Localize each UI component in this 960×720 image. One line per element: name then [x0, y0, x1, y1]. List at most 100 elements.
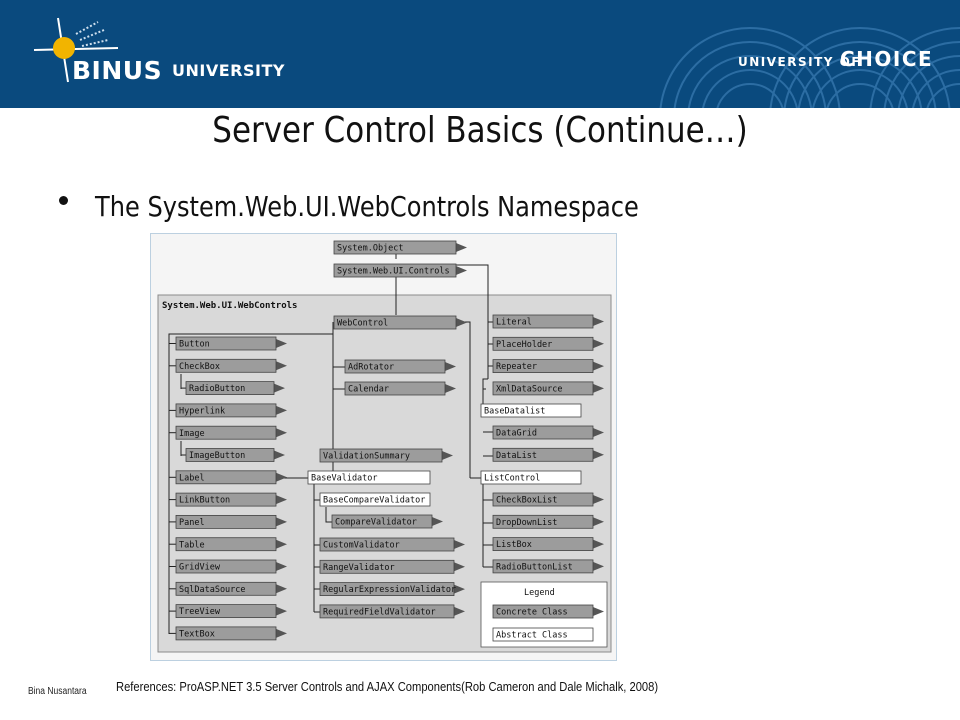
node-arrow	[442, 451, 453, 460]
class-node-hyperlink: Hyperlink	[175, 403, 287, 418]
node-box	[492, 447, 594, 462]
class-node-system-object: System.Object	[333, 240, 467, 255]
logo-binus-text: BINUS	[72, 56, 163, 85]
node-label: Concrete Class	[496, 608, 568, 618]
node-label: ImageButton	[189, 451, 245, 461]
node-arrow	[593, 383, 604, 393]
class-node-table: Table	[175, 537, 287, 552]
class-hierarchy-diagram: System.Web.UI.WebControls System.ObjectS…	[150, 233, 617, 661]
logo-university-text: UNIVERSITY	[172, 61, 285, 80]
class-node-sqldatasource: SqlDataSource	[175, 581, 287, 596]
node-box	[492, 627, 594, 642]
node-arrow	[274, 383, 285, 393]
node-box	[492, 514, 594, 529]
node-box	[185, 448, 275, 462]
class-node-basevalidator: BaseValidator	[307, 470, 431, 485]
node-label: WebControl	[337, 319, 388, 329]
class-node-image: Image	[175, 425, 287, 440]
class-node-treeview: TreeView	[175, 604, 287, 619]
node-arrow	[276, 405, 287, 415]
node-box	[185, 381, 275, 396]
node-box	[175, 626, 277, 641]
node-arrow	[593, 317, 604, 326]
node-arrow	[276, 428, 287, 438]
node-label: RangeValidator	[323, 563, 395, 573]
node-box	[344, 359, 446, 374]
tagline-emphasis: CHOICE	[840, 47, 934, 71]
node-arrow	[276, 517, 287, 527]
node-arrow	[445, 384, 456, 393]
node-label: LinkButton	[179, 496, 230, 506]
class-node-comparevalidator: CompareValidator	[331, 514, 443, 529]
node-box	[319, 582, 455, 597]
class-node-basedatalist: BaseDatalist	[480, 403, 582, 418]
namespace-label: System.Web.UI.WebControls	[162, 301, 297, 311]
node-arrow	[276, 361, 287, 371]
node-arrow	[593, 561, 604, 571]
node-label: PlaceHolder	[496, 340, 552, 350]
node-arrow	[593, 539, 604, 549]
node-label: DropDownList	[496, 518, 557, 528]
node-label: BaseDatalist	[484, 407, 545, 417]
node-label: Button	[179, 340, 210, 350]
node-label: CustomValidator	[323, 541, 400, 551]
class-node-literal: Literal	[492, 314, 604, 329]
node-arrow	[276, 539, 287, 549]
node-box	[480, 403, 582, 418]
node-label: Panel	[179, 518, 205, 528]
footer-reference: References: ProASP.NET 3.5 Server Contro…	[116, 679, 659, 694]
node-label: RegularExpressionValidator	[323, 585, 456, 595]
node-arrow	[456, 266, 467, 275]
node-label: XmlDataSource	[496, 385, 563, 395]
node-box	[175, 492, 277, 507]
tagline-prefix: UNIVERSITY OF	[738, 55, 862, 69]
node-arrow	[593, 339, 604, 349]
node-arrow	[274, 450, 285, 460]
class-node-radiobuttonlist: RadioButtonList	[492, 559, 604, 574]
class-node-listcontrol: ListControl	[480, 470, 582, 485]
node-arrow	[276, 606, 287, 616]
header-arc-pattern	[659, 27, 960, 108]
node-box	[333, 263, 457, 278]
node-box	[492, 604, 594, 619]
class-node-abstract-class: Abstract Class	[492, 627, 594, 642]
node-arrow	[454, 540, 465, 549]
node-label: CheckBoxList	[496, 496, 557, 506]
bullet-marker	[59, 196, 68, 205]
class-node-button: Button	[175, 336, 287, 351]
class-node-repeater: Repeater	[492, 359, 604, 373]
node-box	[492, 537, 594, 552]
node-label: Table	[179, 540, 205, 550]
node-label: Calendar	[348, 385, 389, 395]
node-label: CompareValidator	[335, 518, 417, 528]
node-box	[319, 559, 455, 574]
node-label: Repeater	[496, 362, 537, 372]
class-node-concrete-class: Concrete Class	[492, 604, 604, 619]
connector	[456, 264, 489, 379]
node-arrow	[454, 562, 465, 572]
class-node-panel: Panel	[175, 514, 287, 529]
class-node-calendar: Calendar	[344, 381, 456, 396]
node-label: System.Web.UI.Controls	[337, 267, 450, 277]
class-node-regularexpressionvalidator: RegularExpressionValidator	[319, 582, 465, 597]
node-arrow	[593, 428, 604, 437]
node-box	[331, 514, 433, 529]
node-box	[492, 492, 594, 507]
class-node-requiredfieldvalidator: RequiredFieldValidator	[319, 604, 465, 619]
node-box	[492, 381, 594, 396]
node-box	[492, 425, 594, 440]
node-arrow	[432, 517, 443, 526]
class-node-linkbutton: LinkButton	[175, 492, 287, 507]
class-node-rangevalidator: RangeValidator	[319, 559, 465, 574]
connector	[168, 322, 334, 634]
node-label: ValidationSummary	[323, 452, 410, 462]
node-label: DataGrid	[496, 429, 537, 439]
node-box	[480, 470, 582, 485]
node-label: System.Object	[337, 244, 404, 254]
slide-title: Server Control Basics (Continue…)	[212, 110, 748, 151]
class-node-dropdownlist: DropDownList	[492, 514, 604, 529]
node-box	[307, 470, 431, 485]
node-label: RadioButtonList	[496, 563, 573, 573]
class-node-textbox: TextBox	[175, 626, 287, 641]
class-node-checkbox: CheckBox	[175, 358, 287, 373]
